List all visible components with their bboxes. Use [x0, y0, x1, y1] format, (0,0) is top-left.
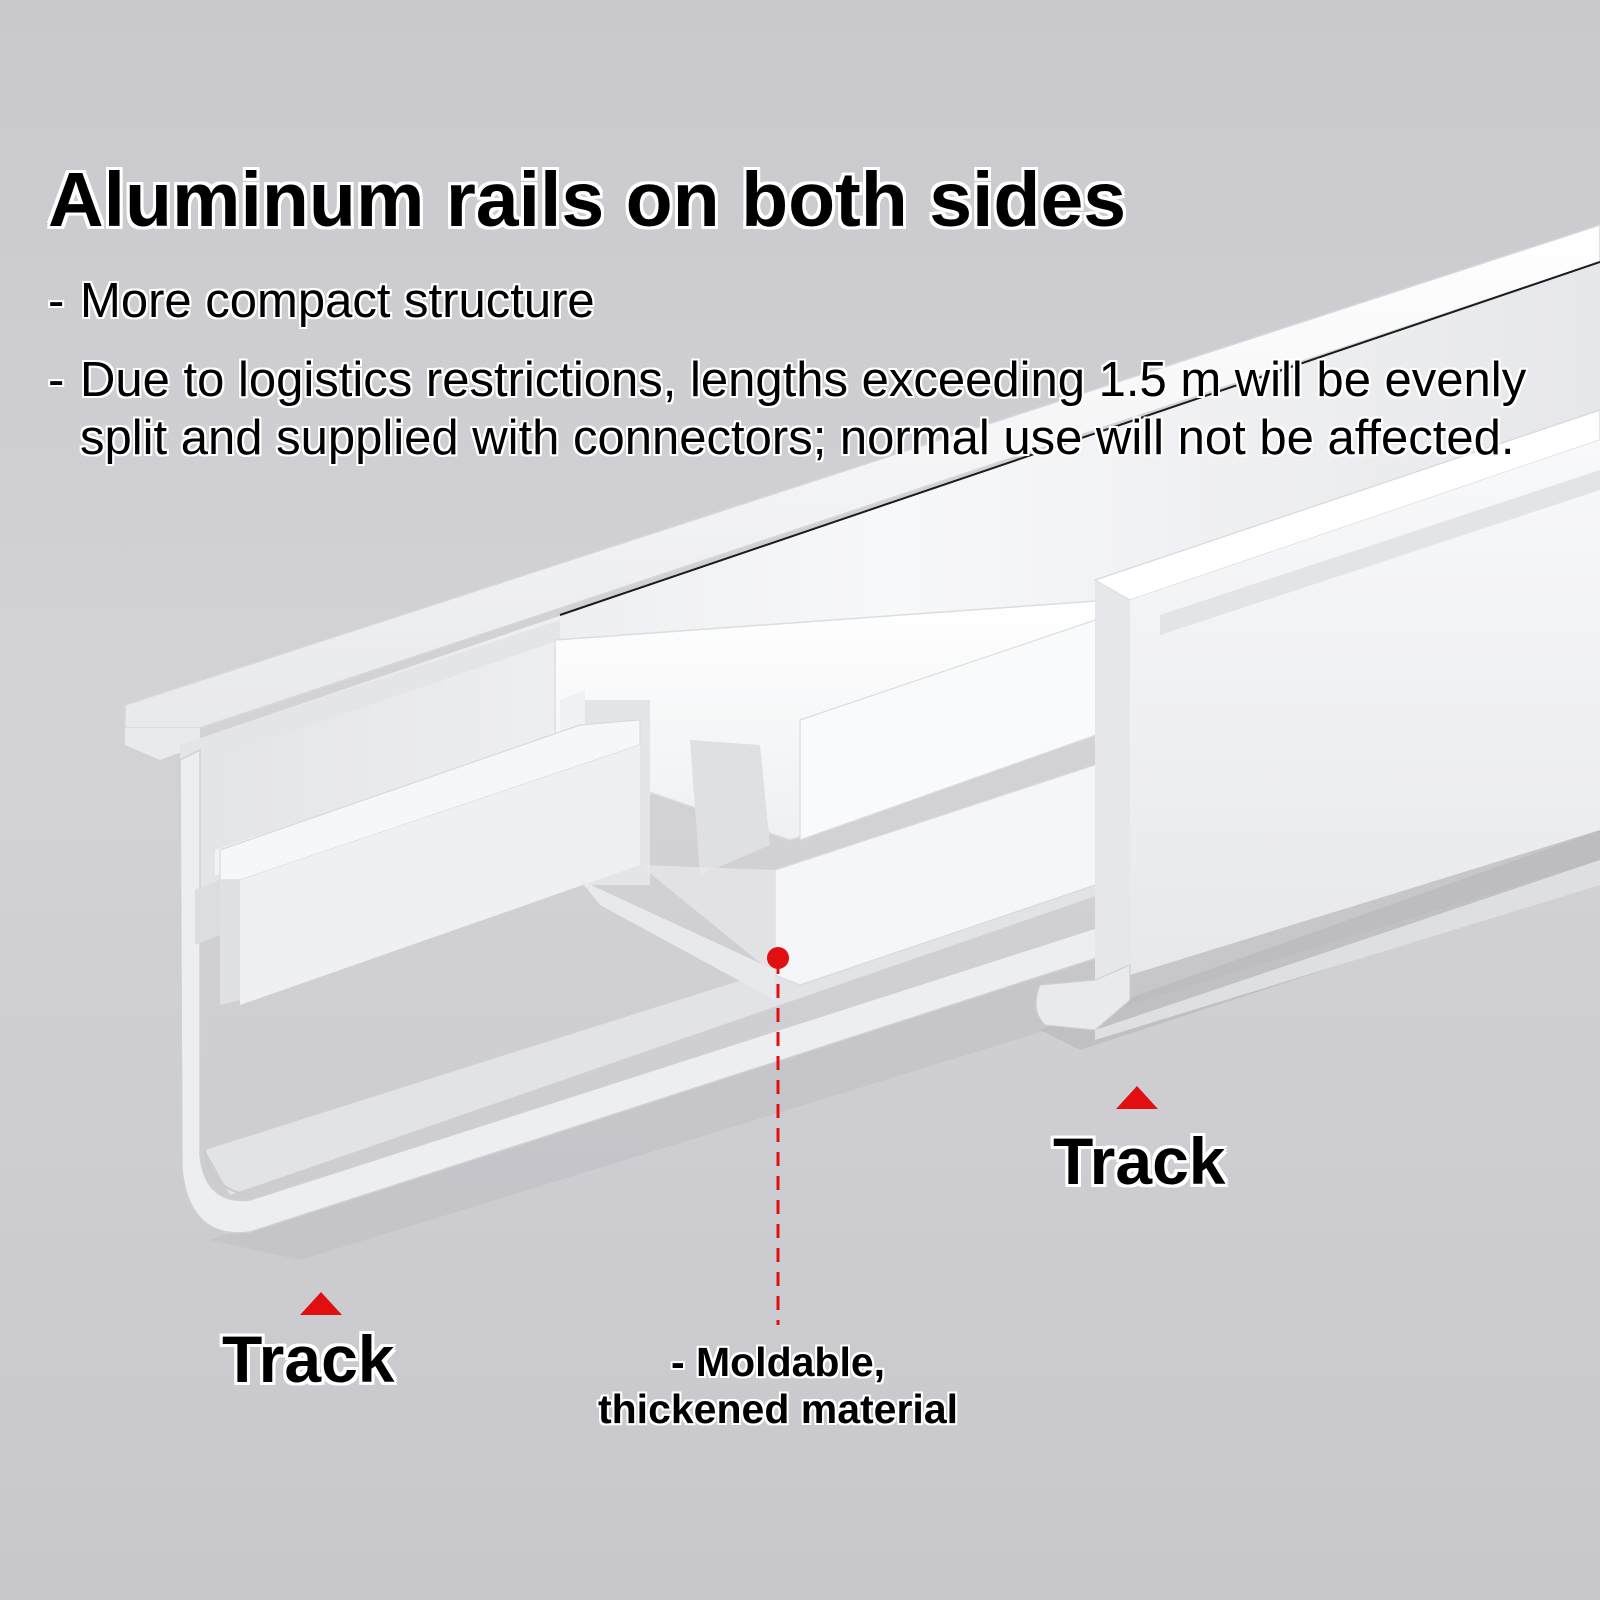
material-callout-line1: - Moldable,: [670, 1339, 886, 1385]
right-track-rail: [1035, 409, 1600, 1040]
material-callout: - Moldable, thickened material: [552, 1339, 1004, 1433]
bullet-dash: -: [48, 353, 65, 407]
bullet-text: More compact structure: [80, 274, 595, 328]
feature-bullets: - More compact structure - Due to logist…: [48, 272, 1588, 467]
bullet-item: - Due to logistics restrictions, lengths…: [48, 351, 1588, 467]
bullet-text: Due to logistics restrictions, lengths e…: [80, 353, 1527, 465]
track-pointer-icon: [300, 1292, 342, 1315]
headline: Aluminum rails on both sides: [48, 157, 1127, 243]
bullet-item: - More compact structure: [48, 272, 1588, 330]
track-label-left: Track: [222, 1322, 395, 1396]
material-callout-line2: thickened material: [597, 1386, 959, 1432]
callout-dot: [767, 947, 789, 969]
slider-block: [219, 599, 1111, 1005]
track-pointer-icon: [1116, 1086, 1158, 1109]
bullet-dash: -: [48, 274, 65, 328]
track-label-right: Track: [1053, 1124, 1226, 1198]
